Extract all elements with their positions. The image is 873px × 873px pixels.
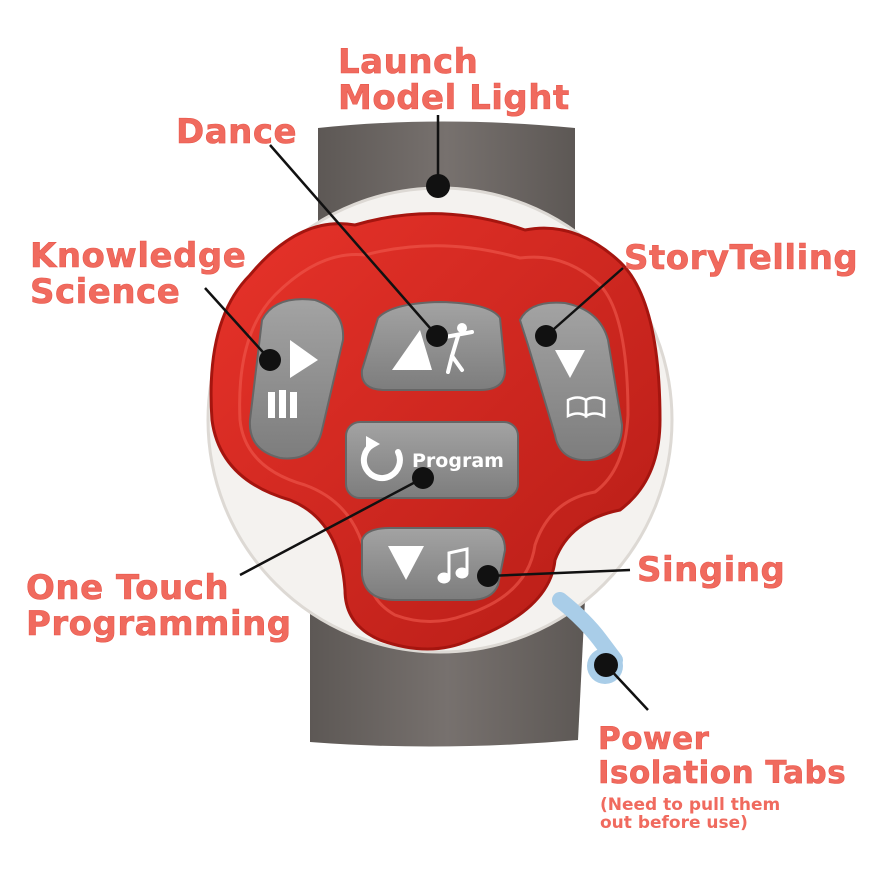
- label-knowledge-line-1: Knowledge: [30, 236, 247, 276]
- singing-button[interactable]: [361, 527, 507, 601]
- label-dance: Dance: [176, 112, 298, 152]
- label-power-isolation-note: (Need to pull them out before use): [600, 796, 780, 832]
- label-power-line-1: Power: [598, 721, 710, 757]
- label-power-line-2: Isolation Tabs: [598, 755, 847, 791]
- label-launch-model-light: Launch Model Light: [338, 42, 570, 118]
- label-one-touch-programming: One Touch Programming: [26, 568, 292, 644]
- refresh-icon: [360, 442, 403, 481]
- note-line-1: (Need to pull them: [600, 795, 781, 815]
- note-line-2: out before use): [600, 813, 748, 833]
- label-launch-line-2: Model Light: [338, 78, 570, 118]
- music-note-icon: [437, 547, 469, 584]
- label-knowledge-line-2: Science: [30, 272, 181, 312]
- label-knowledge-science: Knowledge Science: [30, 236, 247, 312]
- knowledge-science-button[interactable]: [248, 298, 345, 460]
- label-launch-line-1: Launch: [338, 42, 479, 82]
- play-triangle-icon: [290, 340, 318, 378]
- label-storytelling: StoryTelling: [624, 238, 859, 278]
- leader-lines: [204, 115, 649, 711]
- play-triangle-icon: [555, 350, 585, 378]
- program-button[interactable]: Program: [345, 421, 519, 499]
- label-singing: Singing: [637, 550, 786, 590]
- label-one-touch-line-2: Programming: [26, 604, 292, 644]
- refresh-arrow-icon: [366, 436, 380, 452]
- program-button-label: Program: [412, 450, 504, 472]
- label-one-touch-line-1: One Touch: [26, 568, 230, 608]
- bookshelf-icon: [268, 390, 297, 418]
- book-icon: [566, 396, 606, 419]
- play-triangle-icon: [392, 330, 432, 370]
- play-triangle-icon: [388, 546, 424, 580]
- label-power-isolation-tabs: Power Isolation Tabs: [598, 721, 847, 791]
